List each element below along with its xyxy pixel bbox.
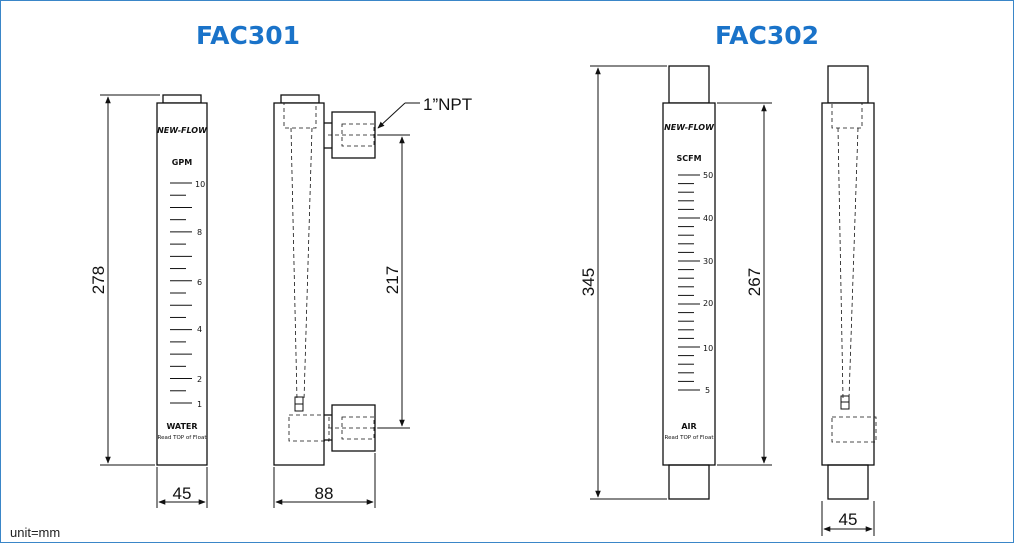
fac301-scale-labels: 10 8 6 4 2 1 [195, 180, 205, 409]
fac302-top-fitting [668, 65, 710, 104]
fac302-float [840, 395, 850, 410]
fac301-width-dimension [156, 467, 208, 508]
fac301-scale-6: 6 [197, 278, 202, 287]
fac301-height-value: 278 [89, 266, 108, 294]
fac302-height-value: 345 [579, 268, 598, 296]
fac302-unit-label: SCFM [676, 154, 701, 163]
fac301-hidden-lines [283, 102, 378, 442]
fac302-width-value: 45 [839, 510, 858, 529]
fac302-brand: NEW-FLOW [664, 123, 715, 132]
fac301-bottom-port [331, 404, 376, 452]
fac301-depth-dimension [273, 453, 376, 508]
fac302-scale-5: 5 [705, 386, 710, 395]
fac301-medium: WATER [166, 422, 197, 431]
fac301-body [156, 102, 208, 466]
fac301-width-value: 45 [173, 484, 192, 503]
unit-note: unit=mm [10, 525, 61, 540]
fac301-float [294, 396, 304, 412]
fac301-height-dimension [100, 94, 160, 466]
fac301-side-view [273, 94, 376, 466]
fac301-brand: NEW-FLOW [157, 126, 208, 135]
fac301-scale-ticks [170, 182, 192, 404]
fac301-depth-value: 88 [315, 484, 334, 503]
fac301-read-note: Read TOP of Float [158, 435, 208, 441]
fac302-scale-50: 50 [703, 171, 713, 180]
fac301-unit-label: GPM [172, 158, 192, 167]
fac302-scale-10: 10 [703, 344, 713, 353]
fac301-scale-8: 8 [197, 228, 202, 237]
fac302-scale-30: 30 [703, 257, 713, 266]
fac302-scale-40: 40 [703, 214, 713, 223]
fac302-title: FAC302 [715, 21, 819, 50]
fac302-height-dimension [590, 65, 667, 500]
fac301-scale-2: 2 [197, 375, 202, 384]
fac302-hidden-lines [831, 102, 877, 443]
fac301-port-spacing-value: 217 [383, 266, 402, 294]
fac301-title: FAC301 [196, 21, 300, 50]
fac301-port-leader [377, 102, 420, 129]
fac302-body [662, 102, 716, 466]
fac302-side-view [821, 65, 875, 500]
fac301-port-spacing-dimension [378, 134, 410, 429]
fac302-scale-20: 20 [703, 299, 713, 308]
fac301-top-cap [162, 94, 202, 104]
fac301-front-view [156, 94, 208, 466]
fac301-scale-10: 10 [195, 180, 205, 189]
fac302-scale-ticks [678, 174, 700, 391]
fac302-scale-labels: 50 40 30 20 10 5 [703, 171, 713, 395]
fac302-front-view [662, 65, 716, 500]
fac301-scale-1: 1 [197, 400, 202, 409]
fac302-bottom-fitting [668, 464, 710, 500]
fac301-scale-4: 4 [197, 325, 202, 334]
fac301-port-label: 1”NPT [423, 95, 472, 114]
fac302-body-height-value: 267 [745, 268, 764, 296]
fac302-body-height-dimension [717, 102, 772, 466]
fac302-width-dimension [821, 501, 875, 536]
fac302-read-note: Read TOP of Float [665, 435, 715, 441]
fac302-medium: AIR [681, 422, 696, 431]
